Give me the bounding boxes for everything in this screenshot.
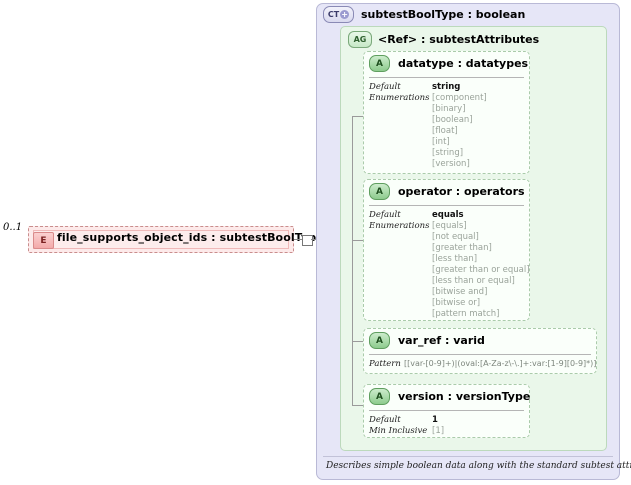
attribute-card-version[interactable] <box>363 384 530 438</box>
enum-item: [greater than or equal] <box>432 265 530 275</box>
attribute-icon: A <box>369 183 390 200</box>
enum-item: [bitwise and] <box>432 287 488 297</box>
divider <box>369 354 591 355</box>
attribute-name-var-ref: var_ref : varid <box>398 334 485 347</box>
attribute-name-datatype: datatype : datatypes <box>398 57 529 70</box>
tree-bus-vertical <box>352 116 353 406</box>
expand-plus-icon[interactable]: + <box>340 9 350 19</box>
attribute-card-var-ref[interactable] <box>363 328 597 374</box>
enumerations-label: Enumerations <box>369 93 430 103</box>
enum-item: [float] <box>432 126 458 136</box>
attributegroup-header[interactable]: AG <Ref> : subtestAttributes <box>348 31 539 48</box>
attribute-card-operator[interactable] <box>363 179 530 321</box>
divider <box>369 77 524 78</box>
default-value: string <box>432 82 461 92</box>
enum-item: [version] <box>432 159 470 169</box>
enum-item: [less than or equal] <box>432 276 515 286</box>
attribute-header-var-ref: A var_ref : varid <box>369 332 485 349</box>
attribute-card-datatype[interactable] <box>363 51 530 174</box>
pattern-value: [[var-[0-9]+)|(oval:[A-Za-z\-\.]+:var:[1… <box>404 359 597 368</box>
tree-branch-var-ref <box>352 341 364 342</box>
min-inclusive-value: [1] <box>432 426 445 436</box>
attribute-icon: A <box>369 388 390 405</box>
attribute-icon: A <box>369 332 390 349</box>
pattern-label: Pattern <box>369 359 401 369</box>
enum-item: [not equal] <box>432 232 479 242</box>
min-inclusive-label: Min Inclusive <box>369 426 428 436</box>
attribute-header-version: A version : versionType <box>369 388 530 405</box>
attributegroup-icon: AG <box>348 31 372 48</box>
tree-branch-operator <box>352 240 364 241</box>
enum-item: [pattern match] <box>432 309 500 319</box>
expand-connector-box[interactable] <box>302 235 313 246</box>
complextype-icon: CT + <box>323 6 354 23</box>
enum-item: [greater than] <box>432 243 492 253</box>
default-label: Default <box>369 82 401 92</box>
default-label: Default <box>369 415 401 425</box>
element-icon: E <box>33 232 54 249</box>
attribute-icon: A <box>369 55 390 72</box>
enum-item: [int] <box>432 137 450 147</box>
divider <box>369 205 524 206</box>
default-label: Default <box>369 210 401 220</box>
enum-item: [equals] <box>432 221 467 231</box>
complextype-header[interactable]: CT + subtestBoolType : boolean <box>323 6 525 23</box>
tree-branch-datatype <box>352 116 364 117</box>
attribute-header-operator: A operator : operators <box>369 183 525 200</box>
enum-item: [binary] <box>432 104 466 114</box>
tree-branch-version <box>352 405 364 406</box>
enum-item: [bitwise or] <box>432 298 481 308</box>
enum-item: [less than] <box>432 254 478 264</box>
complextype-title: subtestBoolType : boolean <box>361 8 526 21</box>
default-value: 1 <box>432 415 438 425</box>
element-label: file_supports_object_ids : subtestBoolTy… <box>57 231 324 244</box>
attribute-name-operator: operator : operators <box>398 185 525 198</box>
annotation-divider <box>323 456 613 457</box>
enum-item: [component] <box>432 93 487 103</box>
complextype-icon-label: CT <box>327 10 340 19</box>
enumerations-label: Enumerations <box>369 221 430 231</box>
annotation-text: Describes simple boolean data along with… <box>326 461 631 471</box>
connector-line-left <box>294 239 304 240</box>
enum-item: [boolean] <box>432 115 473 125</box>
attribute-header-datatype: A datatype : datatypes <box>369 55 528 72</box>
attribute-name-version: version : versionType <box>398 390 531 403</box>
default-value: equals <box>432 210 464 220</box>
cardinality-label: 0..1 <box>3 222 23 233</box>
enum-item: [string] <box>432 148 464 158</box>
divider <box>369 410 524 411</box>
attributegroup-title: <Ref> : subtestAttributes <box>378 33 540 46</box>
